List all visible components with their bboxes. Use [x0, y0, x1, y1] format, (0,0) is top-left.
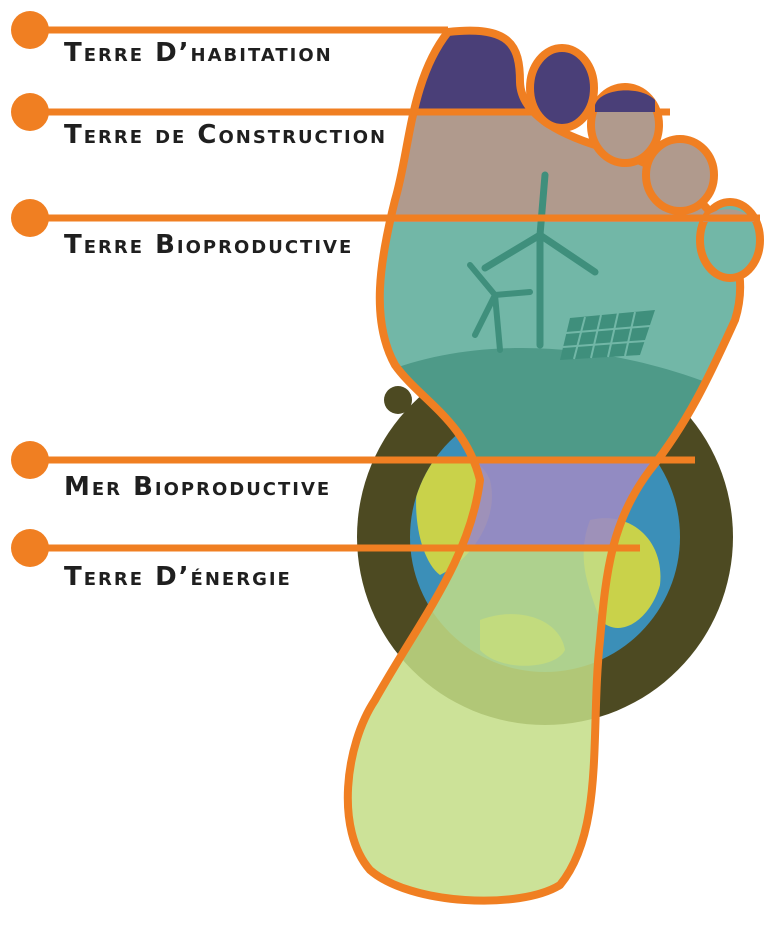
- leader-dots: [11, 11, 49, 567]
- toe-2: [526, 44, 598, 132]
- solar-panel-icon: [560, 310, 655, 360]
- dot-habitation: [11, 11, 49, 49]
- label-terre-construction: Terre de Construction: [64, 120, 388, 150]
- label-mer-bioproductive: Mer Bioproductive: [64, 472, 332, 502]
- toes: [526, 44, 764, 282]
- leader-lines: [30, 26, 748, 552]
- toe-3-top: [595, 90, 655, 112]
- label-terre-energie: Terre D’énergie: [64, 562, 292, 592]
- dot-energie: [11, 529, 49, 567]
- toe-4: [642, 135, 718, 215]
- label-terre-bioproductive: Terre Bioproductive: [64, 230, 354, 260]
- dot-construction: [11, 93, 49, 131]
- small-wind-turbine-icon: [467, 262, 533, 353]
- wind-turbine-icon: [481, 171, 599, 349]
- dot-mer: [11, 441, 49, 479]
- label-terre-habitation: Terre D’habitation: [64, 38, 333, 68]
- dot-bioproductive: [11, 199, 49, 237]
